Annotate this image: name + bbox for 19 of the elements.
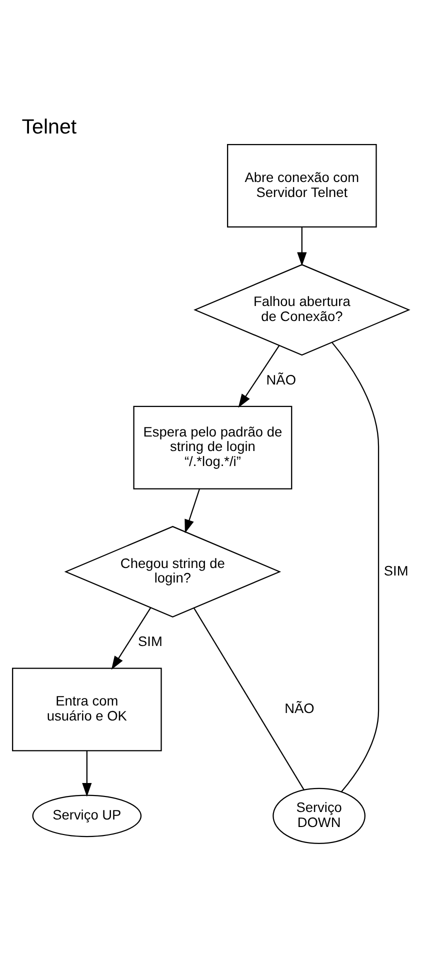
node-box: Entra com usuário e OK [12,668,162,752]
node-ellipse: Serviço UP [32,794,142,838]
node-diamond: Chegou string de login? [64,526,282,618]
arrow [297,227,307,266]
diagram-title: Telnet [22,116,77,139]
node-ellipse: Serviço DOWN [272,788,366,844]
edge-label: NÃO [266,372,296,388]
edge-label: SIM [138,634,162,650]
connector [193,608,304,790]
node-box: Espera pelo padrão de string de login “/.*log.*/i” [133,406,292,490]
arrow [184,488,200,534]
arrow [238,345,280,408]
connector [332,342,380,792]
edge-label: SIM [384,563,408,578]
edge-label: NÃO [284,701,314,716]
arrow [111,607,152,670]
node-diamond: Falhou abertura de Conexão? [194,264,410,356]
arrow [82,750,92,797]
node-box: Abre conexão com Servidor Telnet [227,144,377,228]
